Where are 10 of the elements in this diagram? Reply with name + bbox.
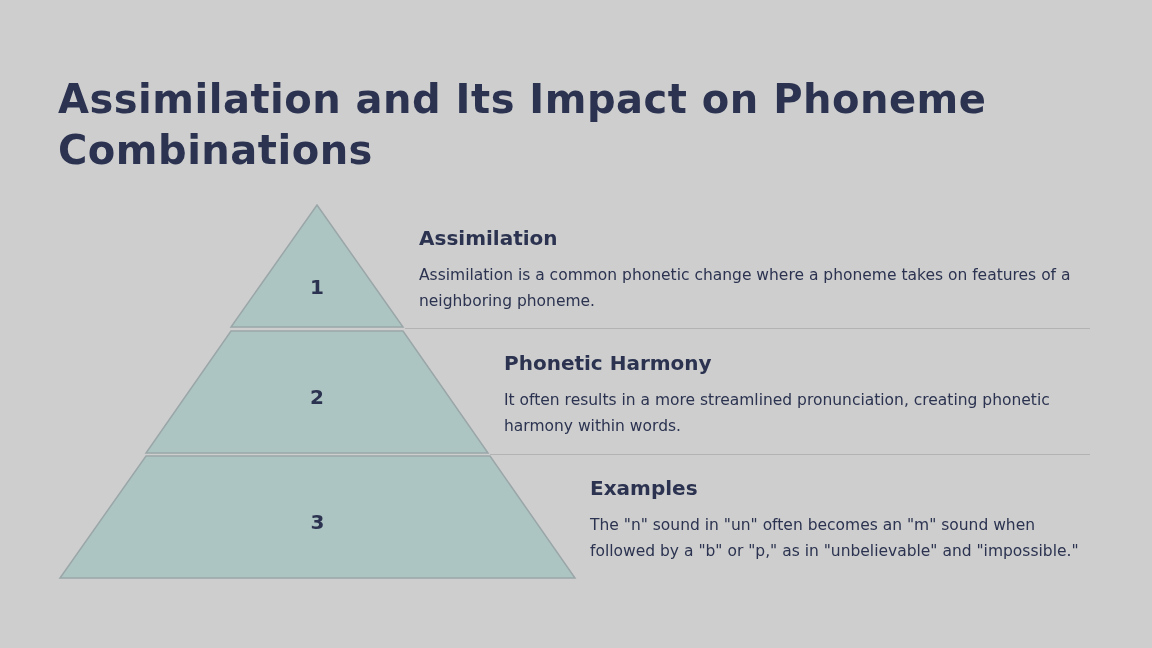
section-heading: Phonetic Harmony (504, 351, 712, 375)
tier-number: 3 (310, 510, 325, 534)
section-description: The "n" sound in "un" often becomes an "m" sound when followed by a "b" or "p," as in "unbelievable" and "impossible." (590, 515, 1080, 562)
section-heading: Assimilation (419, 226, 558, 250)
section-description: Assimilation is a common phonetic change where a phoneme takes on features of a neighboring phoneme. (419, 265, 1072, 312)
tier-number: 2 (310, 385, 324, 409)
title: Assimilation and Its Impact on Phoneme Combinations (58, 75, 988, 175)
section-heading: Examples (590, 476, 698, 500)
tier-number: 1 (310, 275, 324, 299)
section-description: It often results in a more streamlined pronunciation, creating phonetic harmony within words. (504, 390, 1051, 437)
